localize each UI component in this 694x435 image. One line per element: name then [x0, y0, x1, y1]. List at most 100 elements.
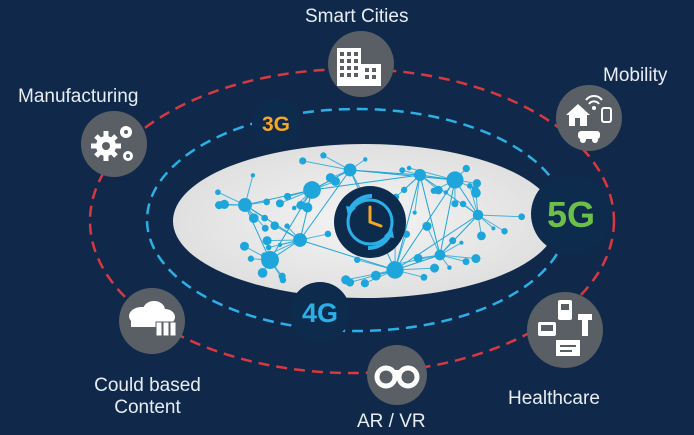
network-node: [402, 230, 411, 238]
network-node: [250, 173, 256, 178]
network-link: [414, 174, 421, 213]
network-node: [345, 278, 355, 287]
medical-devices-icon: [527, 292, 603, 368]
network-node: [261, 251, 279, 269]
badge-3g: 3G: [252, 99, 300, 147]
network-node: [406, 165, 412, 171]
network-node: [449, 237, 457, 245]
gears-icon: [81, 111, 147, 177]
network-node: [472, 179, 482, 188]
network-node: [262, 236, 272, 246]
network-node: [270, 221, 280, 230]
label-smart-cities: Smart Cities: [305, 6, 409, 27]
network-link: [439, 214, 479, 256]
network-node: [343, 163, 357, 177]
network-node: [477, 231, 486, 241]
network-node: [462, 258, 470, 266]
network-node: [430, 263, 440, 273]
network-node: [370, 270, 381, 281]
network-node: [354, 256, 361, 263]
network-link: [419, 174, 441, 256]
network-node: [265, 244, 272, 251]
network-link: [244, 189, 313, 206]
network-node: [412, 210, 417, 215]
network-node: [215, 189, 221, 196]
network-node: [360, 279, 369, 288]
cloud-servers-icon: [119, 288, 185, 354]
badge-4g-label: 4G: [302, 298, 338, 328]
network-link: [299, 169, 351, 241]
network-node: [275, 199, 284, 208]
label-manufacturing: Manufacturing: [18, 86, 139, 107]
network-node: [462, 164, 470, 173]
network-link: [439, 254, 476, 260]
network-node: [459, 200, 467, 208]
network-node: [422, 221, 432, 231]
label-mobility: Mobility: [603, 65, 668, 86]
network-link: [311, 174, 421, 191]
network-node: [399, 167, 406, 174]
network-node: [324, 230, 332, 238]
network-node: [293, 233, 307, 247]
network-node: [320, 152, 327, 159]
clock-sync-icon: [334, 186, 406, 258]
label-cloud-content: Could based Content: [80, 375, 215, 419]
network-node: [263, 198, 271, 206]
network-node: [363, 157, 368, 162]
network-node: [325, 173, 336, 183]
network-node: [386, 261, 404, 279]
network-node: [248, 213, 259, 224]
network-node: [257, 268, 268, 278]
home-wifi-car-watch-icon: [556, 85, 622, 151]
network-node: [518, 213, 526, 221]
label-cloud-content-line2: Content: [114, 397, 181, 418]
badge-3g-label: 3G: [262, 113, 290, 136]
network-link: [302, 160, 351, 171]
network-node: [451, 200, 459, 208]
network-node: [471, 254, 481, 264]
badge-4g: 4G: [290, 282, 350, 342]
network-node: [501, 228, 508, 235]
network-node: [446, 171, 464, 189]
network-node: [467, 183, 473, 189]
network-node: [299, 157, 307, 165]
network-node: [261, 214, 269, 222]
network-link: [419, 174, 479, 216]
network-node: [284, 223, 290, 229]
label-cloud-content-line1: Could based: [94, 375, 201, 396]
network-node: [296, 200, 306, 210]
network-link: [349, 169, 456, 181]
network-node: [447, 265, 452, 270]
network-node: [413, 253, 423, 263]
label-ar-vr: AR / VR: [357, 411, 426, 432]
network-node: [434, 249, 446, 261]
network-link: [244, 204, 271, 261]
network-node: [239, 241, 249, 251]
network-node: [459, 240, 464, 245]
network-node: [283, 192, 292, 201]
network-node: [491, 226, 496, 231]
buildings-icon: [328, 31, 394, 97]
network-node: [400, 186, 408, 193]
network-node: [430, 187, 438, 194]
network-link: [439, 179, 456, 256]
network-node: [277, 242, 283, 247]
vr-goggles-icon: [367, 345, 427, 405]
network-node: [303, 181, 321, 199]
network-node: [472, 209, 484, 221]
network-node: [279, 276, 287, 284]
network-node: [214, 201, 224, 210]
label-healthcare: Healthcare: [508, 388, 600, 409]
network-link: [477, 214, 522, 218]
network-link: [394, 174, 421, 271]
network-link: [299, 239, 396, 271]
badge-5g-label: 5G: [547, 194, 595, 235]
network-node: [247, 255, 255, 262]
network-graph: [214, 152, 526, 288]
badge-5g: 5G: [531, 174, 611, 254]
network-node: [420, 273, 428, 281]
network-node: [443, 190, 448, 195]
network-node: [291, 205, 297, 211]
